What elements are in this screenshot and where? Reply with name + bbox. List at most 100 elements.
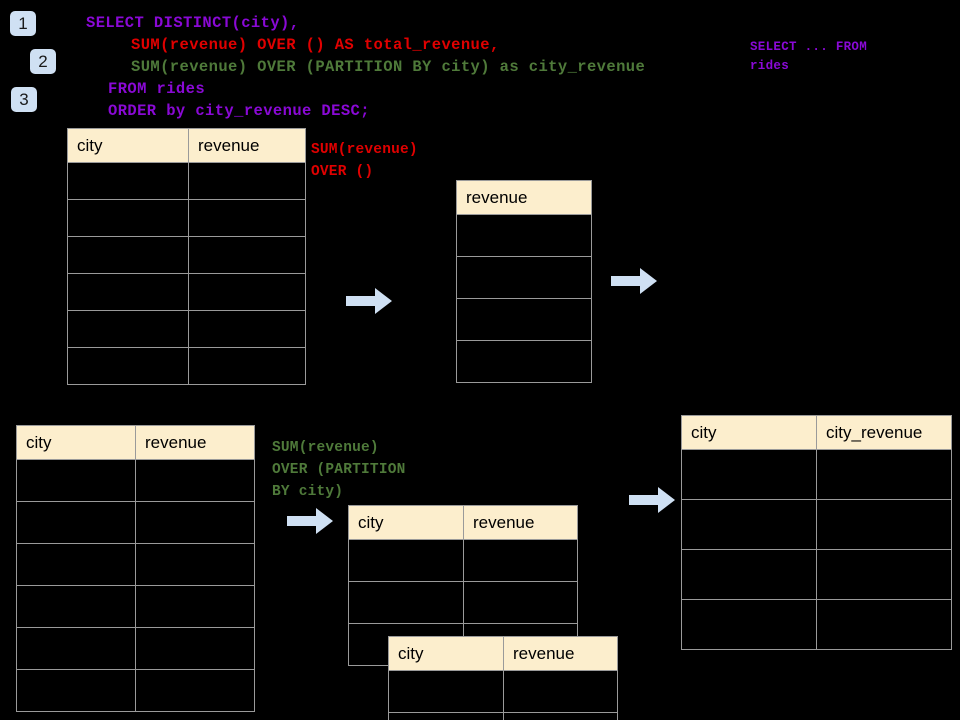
column-header-city_revenue: city_revenue (816, 415, 952, 450)
table-row (388, 712, 618, 720)
table-row (16, 543, 255, 586)
table-cell (16, 627, 136, 670)
sql-line-3: SUM(revenue) OVER (PARTITION BY city) as… (131, 58, 646, 76)
sql-line-5: ORDER by city_revenue DESC; (108, 102, 370, 120)
annotation-sum-over-empty: SUM(revenue) OVER () (311, 142, 418, 181)
table-row (16, 585, 255, 628)
column-header-revenue: revenue (135, 425, 255, 460)
table-cell (463, 581, 578, 624)
table-row (681, 449, 952, 500)
table-cell (816, 599, 952, 650)
table-row (456, 256, 592, 299)
table-row (67, 273, 306, 311)
table-row (16, 669, 255, 712)
annotation-sum-over-partition: SUM(revenue) OVER (PARTITION BY city) (272, 440, 406, 501)
table-cell (67, 236, 189, 274)
table-cell (16, 585, 136, 628)
sql-line-4: FROM rides (108, 80, 206, 98)
table-cell (456, 214, 592, 257)
table-row (456, 340, 592, 383)
table-row (16, 501, 255, 544)
table-cell (67, 162, 189, 200)
column-header-city: city (348, 505, 464, 540)
total-revenue-table: revenue (456, 180, 592, 383)
column-header-city: city (681, 415, 817, 450)
column-header-revenue: revenue (456, 180, 592, 215)
table-cell (16, 543, 136, 586)
table-row (16, 627, 255, 670)
table-row (681, 599, 952, 650)
table-cell (188, 162, 306, 200)
table-cell (188, 236, 306, 274)
table-cell (188, 199, 306, 237)
step-badge-2: 2 (30, 49, 56, 74)
table-row (681, 549, 952, 600)
column-header-city: city (67, 128, 189, 163)
table-cell (681, 449, 817, 500)
table-cell (67, 273, 189, 311)
table-cell (456, 256, 592, 299)
table-row (67, 199, 306, 237)
table-row (681, 499, 952, 550)
table-cell (681, 499, 817, 550)
table-cell (816, 449, 952, 500)
table-cell (16, 459, 136, 502)
table-cell (135, 543, 255, 586)
table-cell (503, 670, 618, 713)
table-cell (503, 712, 618, 720)
table-cell (67, 199, 189, 237)
table-cell (348, 581, 464, 624)
table-cell (816, 499, 952, 550)
column-header-city: city (16, 425, 136, 460)
table-cell (681, 549, 817, 600)
table-cell (67, 310, 189, 348)
table-cell (456, 298, 592, 341)
sql-line-1: SELECT DISTINCT(city), (86, 14, 300, 32)
table-cell (135, 459, 255, 502)
right-arrow-icon (629, 487, 675, 513)
table-row (67, 310, 306, 348)
table-row (67, 162, 306, 200)
table-row (388, 670, 618, 713)
table-cell (188, 273, 306, 311)
table-cell (16, 501, 136, 544)
table-row (67, 236, 306, 274)
table-cell (188, 310, 306, 348)
table-cell (388, 670, 504, 713)
table-row (348, 539, 578, 582)
table-row (348, 581, 578, 624)
step-badge-3: 3 (11, 87, 37, 112)
column-header-city: city (388, 636, 504, 671)
table-cell (388, 712, 504, 720)
table-cell (816, 549, 952, 600)
table-row (16, 459, 255, 502)
right-arrow-icon (346, 288, 392, 314)
sql-line-2: SUM(revenue) OVER () AS total_revenue, (131, 36, 500, 54)
table-cell (135, 585, 255, 628)
table-header-row: revenue (456, 180, 592, 215)
table-cell (348, 539, 464, 582)
table-cell (135, 627, 255, 670)
column-header-revenue: revenue (188, 128, 306, 163)
table-cell (463, 539, 578, 582)
step-badge-1: 1 (10, 11, 36, 36)
table-cell (135, 669, 255, 712)
table-cell (188, 347, 306, 385)
table-cell (16, 669, 136, 712)
table-row (456, 298, 592, 341)
table-cell (67, 347, 189, 385)
sql-side-note: SELECT ... FROM rides (750, 40, 868, 74)
right-arrow-icon (611, 268, 657, 294)
column-header-revenue: revenue (463, 505, 578, 540)
table-row (67, 347, 306, 385)
right-arrow-icon (287, 508, 333, 534)
